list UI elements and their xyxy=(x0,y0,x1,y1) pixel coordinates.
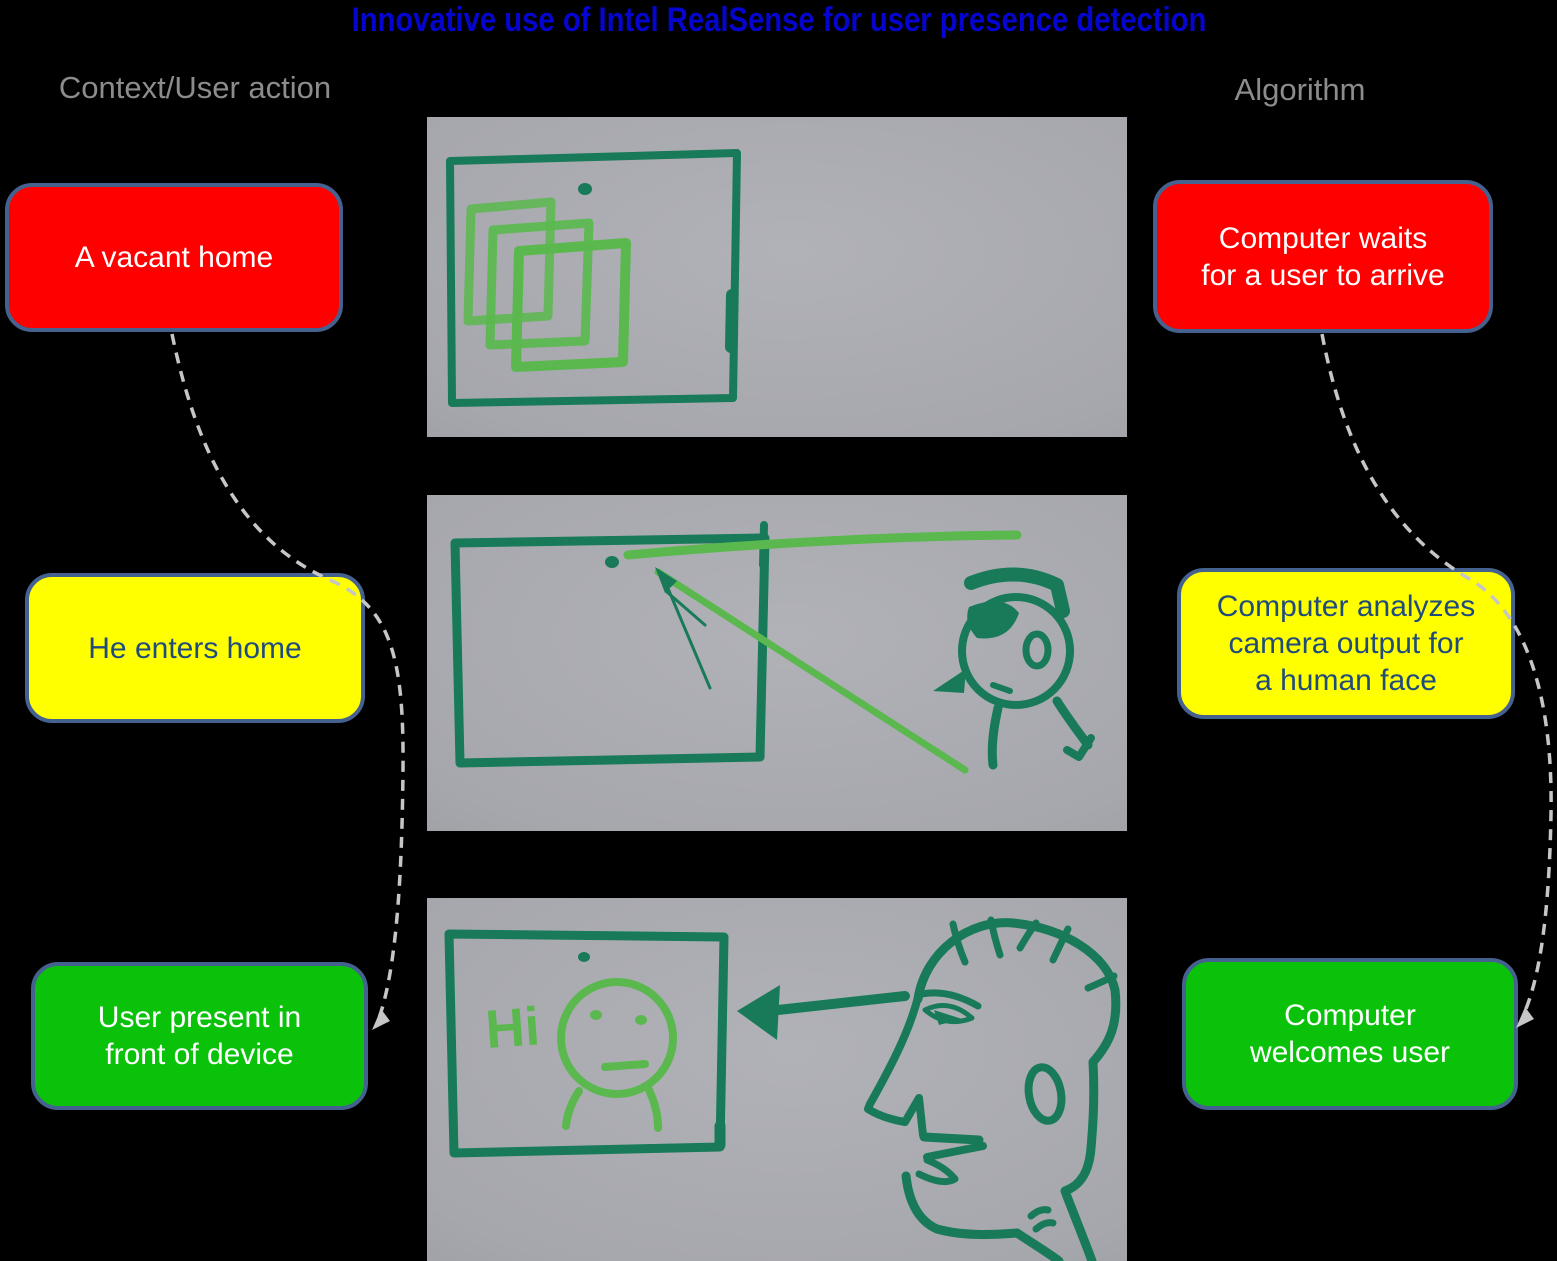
connector-left-arrowhead xyxy=(372,1009,390,1030)
gaze-arrow-sketch xyxy=(737,985,910,1040)
stacked-windows-sketch xyxy=(463,197,631,372)
column-header-context: Context/User action xyxy=(58,70,332,105)
person-sketch xyxy=(933,567,1095,770)
sketch-vacant-home xyxy=(446,149,741,407)
box-enters-home: He enters home xyxy=(25,573,365,723)
box-computer-waits: Computer waits for a user to arrive xyxy=(1153,180,1493,333)
avatar-head xyxy=(557,978,677,1098)
box-user-present: User present in front of device xyxy=(31,962,368,1110)
screen-greeting-sketch: Hi xyxy=(484,978,677,1132)
eyebrow xyxy=(918,989,982,1010)
camera-dot xyxy=(578,183,592,195)
device-frame-sketch xyxy=(450,521,770,768)
box-computer-welcomes: Computer welcomes user xyxy=(1182,958,1518,1110)
connector-right-arrowhead xyxy=(1516,1007,1534,1028)
photo-vacant-home xyxy=(427,117,1127,437)
camera-dot xyxy=(578,952,590,962)
mouth xyxy=(923,1142,987,1161)
ray-arrowhead xyxy=(655,567,677,593)
device-frame-sketch xyxy=(446,149,741,407)
user-profile-face-sketch xyxy=(864,916,1121,1261)
photo-enters-home xyxy=(427,495,1127,831)
camera-dot xyxy=(605,556,619,568)
device-frame-sketch xyxy=(444,929,729,1158)
photo-welcome-user: Hi xyxy=(427,898,1127,1261)
camera-rays-sketch xyxy=(623,530,1022,774)
box-computer-analyzes: Computer analyzes camera output for a hu… xyxy=(1177,568,1515,719)
screen-greeting-text: Hi xyxy=(484,996,542,1060)
nose xyxy=(864,993,927,1139)
sketch-welcome-user: Hi xyxy=(444,916,1121,1261)
box-vacant-home: A vacant home xyxy=(5,183,343,332)
sketch-enters-home xyxy=(450,521,1095,774)
page-title: Innovative use of Intel RealSense for us… xyxy=(351,1,1206,39)
column-header-algorithm: Algorithm xyxy=(1234,72,1366,107)
ear xyxy=(1024,1063,1066,1125)
